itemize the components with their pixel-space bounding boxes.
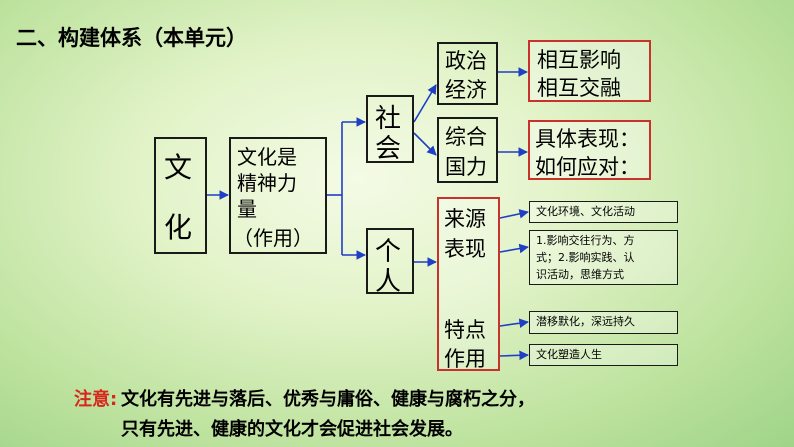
definition-box [229,137,327,254]
society-box [366,95,414,163]
detail-box-4: 文化塑造人生 [529,344,678,366]
note-line-2: 只有先进、健康的文化才会促进社会发展。 [121,419,463,440]
detail-2-line-2: 式；2.影响实践、认 [536,251,635,264]
arrow-to-power [413,132,437,156]
definition-line-3: 量 [237,197,257,221]
definition-line-2: 精神力 [237,171,297,195]
arrow-detail-4 [499,350,529,361]
detail-2-line-3: 识活动，思维方式 [536,268,624,281]
aspect-2-line-2: 作用 [444,347,486,371]
individual-aspects-box [437,197,500,371]
detail-box-1: 文化环境、文化活动 [529,201,678,223]
detail-2-line-1: 1.影响交往行为、方 [536,234,635,247]
note-label: 注意: [74,389,118,410]
detail-3-text: 潜移默化，深远持久 [536,315,635,328]
aspect-2-line-1: 特点 [444,318,486,342]
arrow-detail-3 [499,318,529,328]
individual-char-1: 个 [375,237,402,267]
result-2-line-1: 具体表现： [535,127,640,151]
detail-box-3: 潜移默化，深远持久 [529,311,678,334]
result-1-line-1: 相互影响 [537,48,621,72]
individual-box [366,228,414,294]
politics-economy-box [437,42,498,105]
result-box-1 [528,40,651,102]
national-power-box [437,117,498,183]
arrow-detail-2 [499,243,529,254]
arrow-detail-1 [499,209,529,219]
result-2-line-2: 如何应对： [535,155,640,179]
root-box [154,137,207,254]
national-power-line-2: 国力 [445,155,487,179]
aspect-1-line-1: 来源 [444,207,486,231]
aspect-1-line-2: 表现 [444,237,486,261]
arrow-to-politics [413,84,437,123]
definition-line-4: （作用） [233,226,313,250]
detail-box-2: 1.影响交往行为、方 式；2.影响实践、认 识活动，思维方式 [529,230,678,285]
detail-1-text: 文化环境、文化活动 [536,205,635,218]
society-char-1: 社 [375,104,402,134]
detail-4-text: 文化塑造人生 [536,348,602,361]
root-char-2: 化 [164,211,193,244]
result-box-2 [528,120,651,180]
politics-economy-line-2: 经济 [445,78,487,102]
individual-char-2: 人 [375,267,402,297]
note-line-1: 文化有先进与落后、优秀与庸俗、健康与腐朽之分， [121,389,535,410]
society-char-2: 会 [375,134,402,164]
root-char-1: 文 [164,151,193,184]
national-power-line-1: 综合 [445,125,487,149]
politics-economy-line-1: 政治 [445,49,487,73]
result-1-line-2: 相互交融 [537,76,621,100]
definition-line-1: 文化是 [237,145,297,169]
section-title: 二、构建体系（本单元） [16,26,247,50]
